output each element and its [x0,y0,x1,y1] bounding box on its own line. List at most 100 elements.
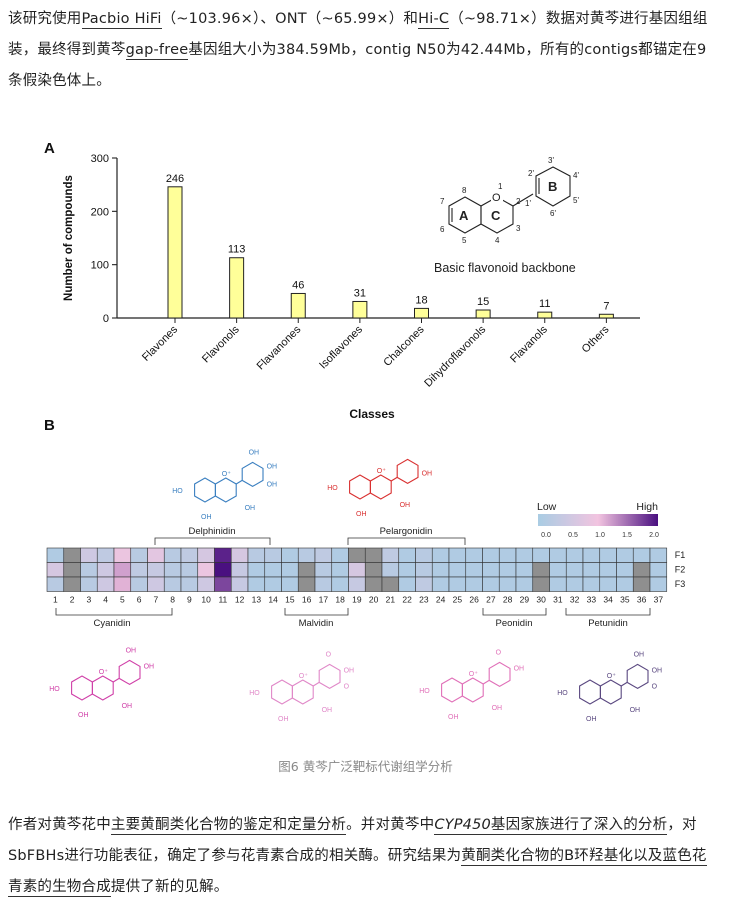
bar-isoflavones [352,300,368,319]
x-tick-label: Others [580,323,612,355]
ring [214,477,237,503]
ring-b-label: B [548,179,557,194]
atom-label: 6 [440,225,445,234]
panel-a-label: A [44,140,55,157]
group-label-cyanidin: Cyanidin [94,618,131,629]
outro-gene-cyp450: CYP450 [434,817,491,833]
heatmap-cell [431,576,450,592]
outro-text: 作者对黄芩花中 [8,817,111,833]
heatmap-col-label: 4 [103,595,108,605]
heatmap-cell [281,562,299,578]
outro-underline-cyp: 基因家族进行了深入的分析 [490,817,668,833]
heatmap-col-label: 20 [369,595,379,605]
heatmap-cell [314,562,333,578]
outro-text: 。并对黄芩中 [346,817,435,833]
legend-gradient-bar [538,514,658,526]
heatmap-col-label: 17 [319,595,329,605]
ring [91,675,114,701]
figure-6: A Number of compounds Classes 0100200300… [44,140,686,723]
heatmap-cell [482,576,500,592]
heatmap-cell [582,576,601,592]
ring-b [535,166,571,207]
atom-label: 4' [573,171,579,180]
heatmap-cell [348,562,366,578]
heatmap-cell [364,576,383,592]
bar-chalcones [414,307,429,319]
heatmap-cell [616,547,634,563]
heatmap-cell [281,547,299,563]
heatmap-col-label: 13 [252,595,262,605]
heatmap-cell [297,562,316,578]
bar-dihydroflavonols [475,309,491,319]
heatmap-cell [113,547,132,563]
ring [626,663,649,690]
substituent-label: O [326,651,332,658]
heatmap-cell [80,576,98,592]
heatmap-cell [465,562,483,578]
group-label-pelargonidin: Pelargonidin [380,526,433,537]
heatmap-cell [616,562,634,578]
substituent-label: OH [249,449,260,456]
heatmap-cell [549,562,567,578]
heatmap-col-label: 22 [402,595,412,605]
heatmap-cell [448,562,467,578]
substituent-label: OH [278,716,289,723]
figure-caption: 图6 黄芩广泛靶标代谢组学分析 [278,759,453,774]
heatmap-cell [532,576,550,592]
substituent-label: HO [249,690,260,697]
heatmap-cell [247,562,266,578]
heatmap-cell [130,576,148,592]
substituent-label: OH [586,716,597,723]
ring [396,458,419,485]
bar-value-label: 31 [354,287,366,299]
atom-label: 5' [573,196,579,205]
atom-label: 6' [550,209,556,218]
ring [349,474,371,500]
x-tick-label: Flavanols [508,323,550,365]
atom-label: 4 [495,236,500,245]
heatmap-col-label: 28 [503,595,513,605]
x-tick-label: Flavones [140,323,180,363]
group-label-delphinidin: Delphinidin [188,526,235,537]
heatmap-col-label: 24 [436,595,446,605]
outro-text: 提供了新的见解。 [110,879,229,895]
heatmap-cell [415,576,433,592]
bar-value-label: 11 [539,298,550,310]
backbone-labels: O A C B 1 2 3 4 5 6 7 8 1' 2' 3' 4' 5' 6… [434,156,579,275]
intro-text: 基因组大小为384.59Mb，contig N50为42.44Mb，所有的con… [8,42,707,89]
heatmap-col-label: 29 [520,595,530,605]
substituent-label: OH [514,665,525,672]
heatmap-cell [364,547,383,563]
heatmap-cell [180,562,199,578]
ring [488,661,511,688]
atom-label: 7 [440,197,445,206]
heatmap-col-label: 26 [469,595,479,605]
heatmap-cell [113,562,132,578]
heatmap-row-label: F2 [675,565,686,575]
substituent-label: OH [122,703,132,710]
heatmap-cell [381,562,400,578]
heatmap-cell [180,576,199,592]
bar-value-label: 46 [292,279,304,291]
heatmap-col-label: 8 [170,595,175,605]
heatmap-col-label: 30 [536,595,546,605]
legend-tick: 0.5 [568,532,578,539]
substituent-label: OH [492,705,503,712]
y-tick-label: 100 [91,260,109,272]
oxonium-label: O⁺ [377,468,386,475]
panel-b-label: B [44,417,55,434]
substituent-label: OH [245,505,256,512]
heatmap-cell [96,576,115,592]
bar-value-label: 113 [228,244,246,256]
bond [235,479,243,485]
heatmap-cell [197,547,215,563]
ring [291,679,314,705]
bar-flavanones [290,292,306,319]
y-axis-label: Number of compounds [63,175,75,301]
heatmap-cell [582,562,601,578]
heatmap-cell [163,576,182,592]
heatmap-cell [381,547,400,563]
substituent-label: HO [557,690,568,697]
